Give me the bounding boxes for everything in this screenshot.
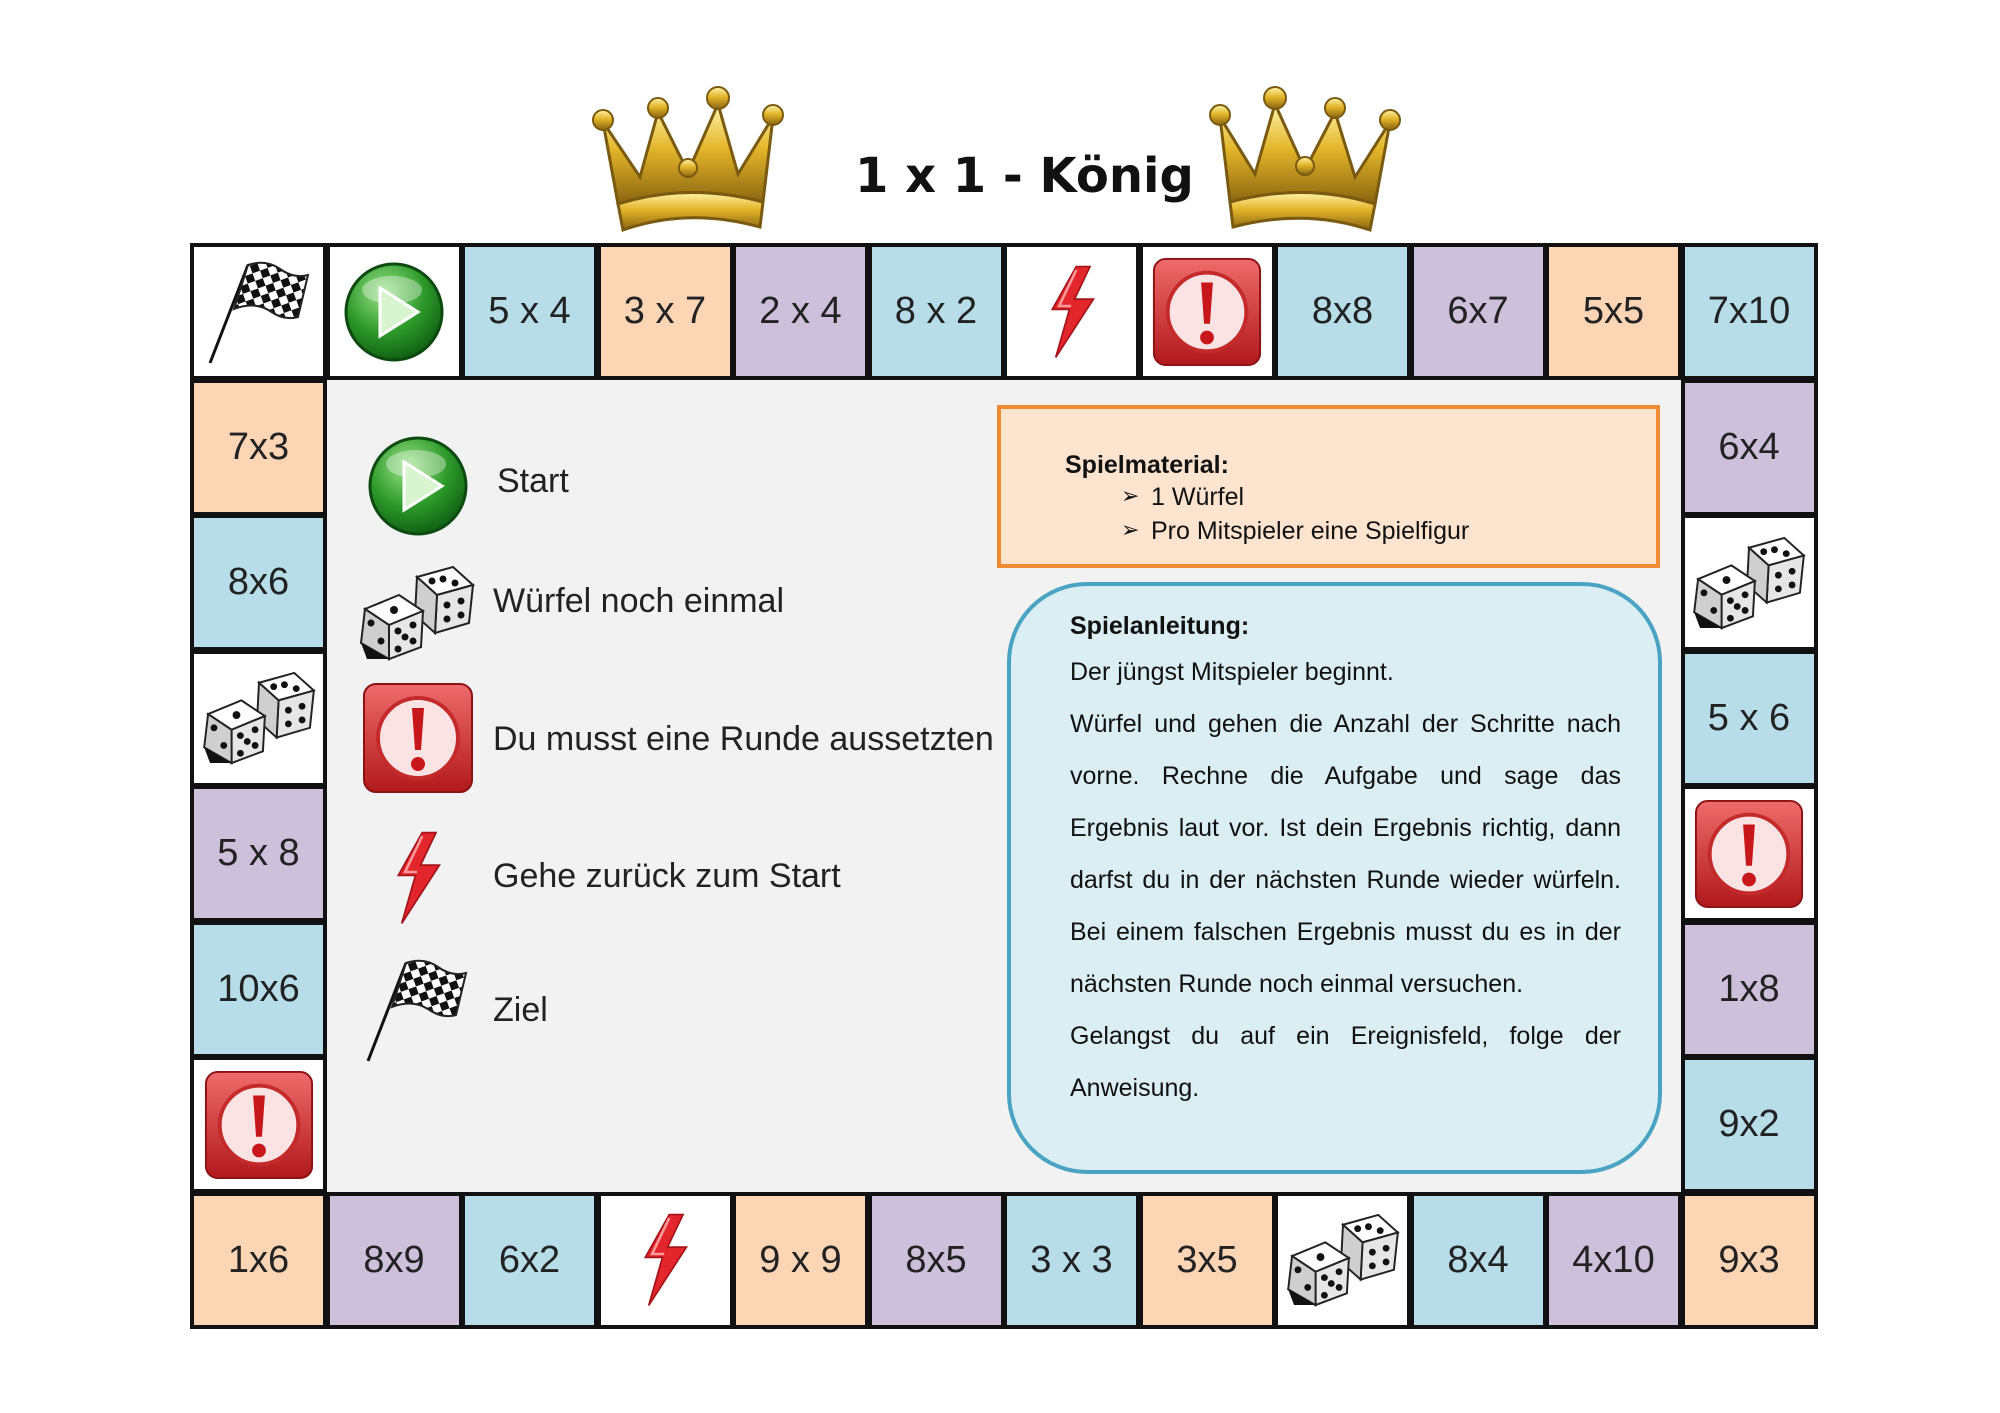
task-label: 5x5 <box>1582 290 1645 332</box>
board-field-task: 3x5 <box>1138 1191 1276 1329</box>
task-label: 6x4 <box>1718 425 1780 468</box>
task-label: 4x10 <box>1572 1238 1655 1281</box>
legend-label: Ziel <box>493 991 548 1029</box>
board-field-skip <box>1138 243 1276 380</box>
exclamation-icon <box>202 1068 316 1182</box>
board-field-task: 8 x 2 <box>867 243 1005 380</box>
board-field-start <box>325 243 463 380</box>
exclamation-icon <box>360 680 476 801</box>
task-label: 5 x 8 <box>217 832 300 874</box>
task-label: 1x8 <box>1718 967 1780 1010</box>
task-label: 8x9 <box>363 1238 425 1281</box>
board-field-skip <box>190 1056 327 1193</box>
task-label: 2 x 4 <box>759 290 842 332</box>
task-label: 5 x 6 <box>1707 696 1791 739</box>
task-label: 7x3 <box>227 425 290 468</box>
material-item: 1 Würfel <box>1151 483 1245 511</box>
board-field-task: 9 x 9 <box>732 1191 869 1329</box>
board-field-task: 3 x 3 <box>1003 1191 1140 1329</box>
play-button-icon <box>342 260 446 364</box>
task-label: 8x4 <box>1447 1238 1509 1281</box>
board-field-task: 7x10 <box>1680 243 1818 380</box>
crown-icon <box>1209 86 1401 232</box>
board-field-task: 9x2 <box>1680 1056 1818 1193</box>
checkered-flag-icon <box>362 955 472 1070</box>
rules-heading: Spielanleitung: <box>1070 612 1250 640</box>
board-field-task: 1x6 <box>190 1191 327 1329</box>
legend-label: Start <box>497 462 569 500</box>
dice-icon <box>1690 536 1808 630</box>
board-field-task: 5 x 6 <box>1680 649 1818 787</box>
legend-label: Würfel noch einmal <box>493 582 785 620</box>
board-field-dice <box>1680 514 1818 651</box>
material-heading: Spielmaterial: <box>1065 451 1229 479</box>
dice-icon <box>357 565 477 666</box>
board-field-task: 3 x 7 <box>596 243 734 380</box>
material-box: Spielmaterial: ➢ 1 Würfel ➢ Pro Mitspiel… <box>997 405 1660 568</box>
exclamation-icon <box>1150 255 1264 369</box>
board-field-task: 5x5 <box>1545 243 1682 380</box>
board-field-task: 6x2 <box>461 1191 598 1329</box>
board-field-task: 1x8 <box>1680 920 1818 1058</box>
task-label: 3 x 3 <box>1030 1238 1113 1281</box>
task-label: 8 x 2 <box>894 290 978 332</box>
board-field-task: 8x8 <box>1274 243 1411 380</box>
legend-label: Du musst eine Runde aussetzten <box>493 720 994 758</box>
board-field-task: 5 x 8 <box>190 785 327 922</box>
board-field-task: 10x6 <box>190 920 327 1058</box>
board-field-task: 6x4 <box>1680 378 1818 516</box>
board-field-task: 8x9 <box>325 1191 463 1329</box>
rules-paragraph: Gelangst du auf ein Ereignisfeld, folge … <box>1070 1022 1621 1102</box>
board-field-dice <box>190 649 327 787</box>
task-label: 6x2 <box>498 1238 561 1281</box>
task-label: 8x8 <box>1311 290 1374 332</box>
exclamation-icon <box>1692 797 1806 911</box>
board-field-task: 2 x 4 <box>732 243 869 380</box>
board-field-back <box>596 1191 734 1329</box>
board-field-task: 5 x 4 <box>461 243 598 380</box>
task-label: 10x6 <box>217 967 300 1010</box>
rules-box: Spielanleitung: Der jüngst Mitspieler be… <box>1007 582 1662 1174</box>
board-field-task: 8x5 <box>867 1191 1005 1329</box>
board-field-task: 7x3 <box>190 378 327 516</box>
checkered-flag-icon <box>204 257 314 367</box>
task-label: 5 x 4 <box>488 290 571 332</box>
dice-icon <box>1284 1213 1402 1307</box>
arrow-bullet-icon: ➢ <box>1121 483 1140 508</box>
board-field-task: 4x10 <box>1545 1191 1682 1329</box>
board-field-task: 9x3 <box>1680 1191 1818 1329</box>
lightning-icon <box>388 828 448 933</box>
board-field-back <box>1003 243 1140 380</box>
crown-icon <box>592 86 784 232</box>
page-title: 1 x 1 - König <box>855 148 1194 204</box>
task-label: 9x3 <box>1718 1238 1780 1281</box>
board-field-skip <box>1680 785 1818 922</box>
rules-text: Der jüngst Mitspieler beginnt. Würfel un… <box>1070 646 1621 1114</box>
board-field-task: 8x6 <box>190 514 327 651</box>
arrow-bullet-icon: ➢ <box>1121 517 1140 542</box>
task-label: 9x2 <box>1718 1103 1780 1145</box>
task-label: 3x5 <box>1176 1238 1238 1281</box>
lightning-icon <box>635 1210 695 1310</box>
play-button-icon <box>366 434 470 543</box>
task-label: 3 x 7 <box>623 290 707 332</box>
task-label: 7x10 <box>1707 290 1791 332</box>
board-field-dice <box>1274 1191 1411 1329</box>
dice-icon <box>200 671 318 765</box>
rules-paragraph: Der jüngst Mitspieler beginnt. <box>1070 658 1394 686</box>
task-label: 6x7 <box>1447 290 1509 332</box>
board-field-finish <box>190 243 327 380</box>
task-label: 1x6 <box>227 1238 290 1281</box>
rules-paragraph: Würfel und gehen die Anzahl der Schritte… <box>1070 710 1621 998</box>
board-field-task: 6x7 <box>1409 243 1547 380</box>
task-label: 9 x 9 <box>759 1238 842 1281</box>
task-label: 8x6 <box>227 561 290 603</box>
lightning-icon <box>1042 262 1102 362</box>
legend-label: Gehe zurück zum Start <box>493 857 841 895</box>
material-item: Pro Mitspieler eine Spielfigur <box>1151 517 1470 545</box>
task-label: 8x5 <box>905 1238 967 1281</box>
board-field-task: 8x4 <box>1409 1191 1547 1329</box>
